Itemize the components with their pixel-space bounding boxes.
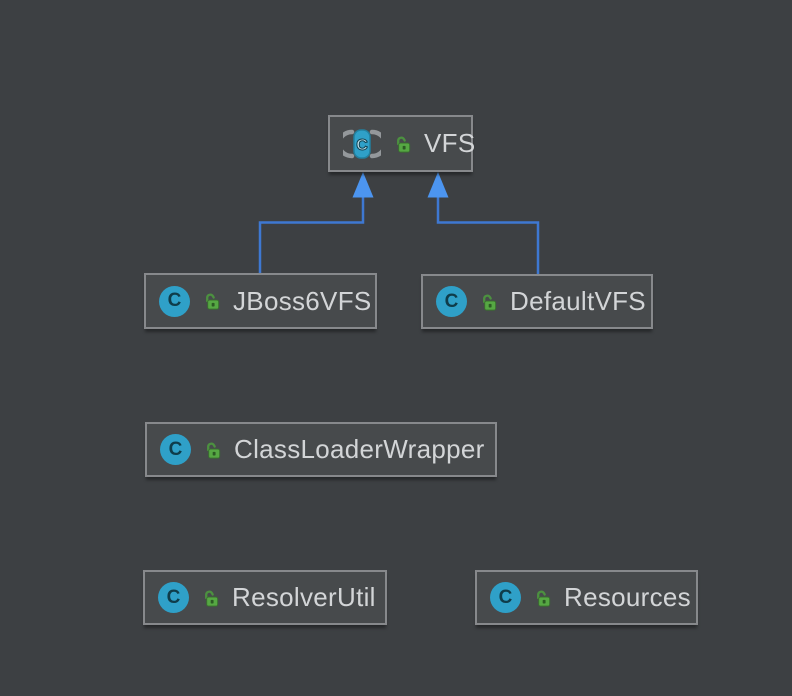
extends-arrowhead	[352, 172, 374, 198]
class-name: ClassLoaderWrapper	[234, 434, 485, 464]
class-node-classloaderwrapper[interactable]: C ClassLoaderWrapper	[145, 422, 497, 477]
public-lock-icon	[537, 590, 551, 607]
edge-line[interactable]	[258, 196, 365, 273]
inheritance-edge-defaultvfs-to-vfs[interactable]	[427, 172, 540, 274]
class-node-resources[interactable]: C Resources	[475, 570, 698, 625]
class-name: Resources	[564, 582, 691, 612]
public-lock-icon	[207, 442, 221, 459]
abstract-class-icon: C	[343, 128, 381, 159]
class-icon: C	[159, 285, 190, 317]
class-node-defaultvfs[interactable]: C DefaultVFS	[421, 274, 653, 329]
class-name: DefaultVFS	[510, 286, 646, 316]
class-icon-glyph: C	[356, 137, 368, 154]
class-name: JBoss6VFS	[233, 285, 372, 316]
class-name: ResolverUtil	[232, 582, 376, 612]
extends-arrowhead	[427, 172, 449, 198]
class-icon: C	[160, 434, 191, 465]
public-lock-icon	[483, 294, 497, 311]
class-node-vfs[interactable]: C VFS	[328, 115, 476, 172]
class-icon: C	[490, 582, 521, 613]
class-node-resolverutil[interactable]: C ResolverUtil	[143, 570, 387, 625]
inheritance-edge-jboss6vfs-to-vfs[interactable]	[258, 172, 374, 273]
class-icon: C	[158, 582, 189, 613]
public-lock-icon	[206, 293, 220, 310]
class-node-jboss6vfs[interactable]: C JBoss6VFS	[144, 273, 377, 329]
class-icon: C	[436, 286, 467, 317]
public-lock-icon	[397, 136, 411, 153]
class-name: VFS	[424, 128, 476, 158]
edge-line[interactable]	[436, 196, 540, 274]
public-lock-icon	[205, 590, 219, 607]
